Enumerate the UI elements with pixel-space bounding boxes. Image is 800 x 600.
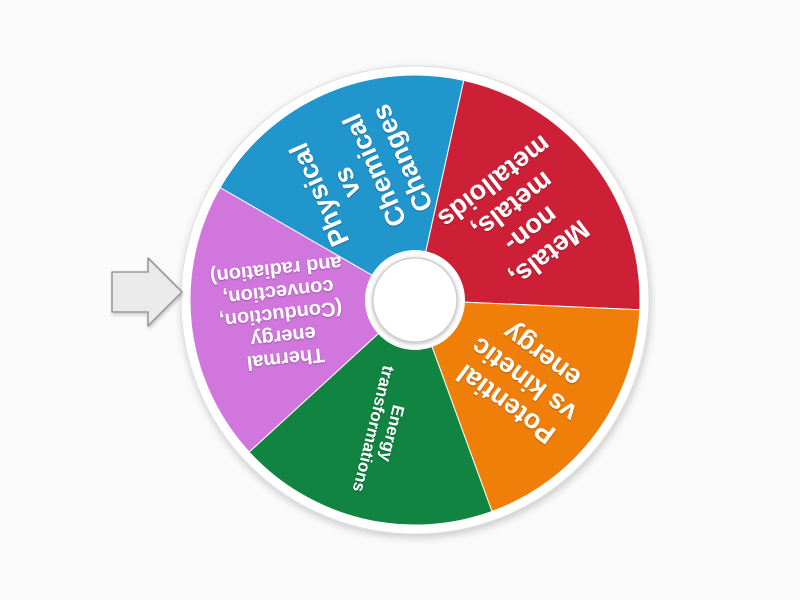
wheel-segments[interactable]: [189, 74, 641, 526]
segment-physical-chemical[interactable]: [219, 74, 465, 301]
segment-thermal-energy[interactable]: [189, 186, 416, 453]
svg-text:Thermalenergy(Conduction,conve: Thermalenergy(Conduction,convection,and …: [209, 251, 353, 376]
segment-energy-transformations[interactable]: [248, 299, 493, 526]
segment-metals[interactable]: [414, 79, 641, 311]
segment-thermal-energy-label: Thermalenergy(Conduction,convection,and …: [209, 251, 353, 376]
wheel-pointer[interactable]: [111, 257, 183, 327]
segment-potential-kinetic[interactable]: [414, 299, 641, 513]
wheel-hub[interactable]: [365, 250, 465, 350]
